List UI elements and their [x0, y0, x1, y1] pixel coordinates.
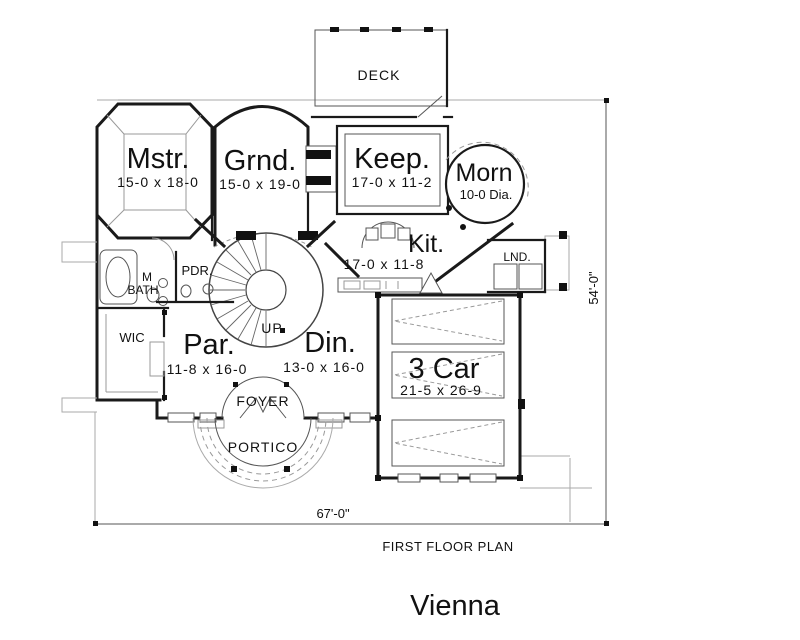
room-grnd: Grnd. 15-0 x 19-0 — [213, 105, 313, 248]
fireplace — [305, 145, 337, 193]
room-keep: Keep. 17-0 x 11-2 — [335, 124, 450, 216]
room-mbath: M BATH — [95, 213, 214, 402]
garage-label: 3 Car — [409, 353, 480, 385]
par-label: Par. — [183, 329, 235, 361]
mstr-label: Mstr. — [127, 143, 190, 175]
room-garage: 3 Car 21-5 x 26-9 — [375, 292, 525, 483]
mbath-label-line1: M — [142, 270, 152, 284]
kit-label: Kit. — [408, 230, 444, 258]
up-label: UP — [261, 320, 282, 336]
room-lnd: LND. — [486, 231, 570, 294]
pdr-label: PDR. — [181, 263, 212, 278]
plan-title: Vienna — [410, 590, 501, 622]
rooms-par-din: Par. 11-8 x 16-0 Din. 13-0 x 16-0 — [155, 310, 380, 423]
morn-label: Morn — [456, 159, 513, 187]
garage-size: 21-5 x 26-9 — [400, 382, 482, 398]
height-dimension-label: 54'-0" — [586, 271, 601, 305]
portico-label: PORTICO — [228, 439, 299, 455]
din-label: Din. — [304, 327, 356, 359]
rear-wall — [310, 95, 454, 119]
kit-size: 17-0 x 11-8 — [344, 256, 425, 272]
foyer-portico: FOYER PORTICO — [192, 376, 343, 489]
keep-size: 17-0 x 11-2 — [352, 174, 433, 190]
morn-size: 10-0 Dia. — [460, 187, 513, 202]
width-dimension-label: 67'-0" — [316, 506, 350, 521]
lnd-label: LND. — [503, 250, 530, 264]
room-kit: Kit. 17-0 x 11-8 — [323, 221, 515, 294]
deck-label: DECK — [358, 67, 401, 83]
mbath-label-line2: BATH — [127, 283, 158, 297]
room-pdr: PDR. — [155, 250, 235, 304]
keep-label: Keep. — [354, 143, 430, 175]
grnd-size: 15-0 x 19-0 — [219, 176, 301, 192]
left-exterior-steps — [61, 241, 97, 413]
wic-label: WIC — [119, 330, 144, 345]
grnd-label: Grnd. — [224, 145, 297, 177]
stair-rotunda: UP — [193, 217, 337, 348]
par-size: 11-8 x 16-0 — [167, 361, 248, 377]
room-wic: WIC — [95, 306, 166, 402]
annotations: 67'-0" 54'-0" FIRST FLOOR PLAN Vienna — [316, 271, 601, 622]
room-morn: Morn 10-0 Dia. — [444, 141, 529, 230]
deck-area: DECK — [314, 27, 449, 108]
plan-caption: FIRST FLOOR PLAN — [382, 539, 513, 554]
dimension-lines — [93, 98, 609, 526]
din-size: 13-0 x 16-0 — [283, 359, 365, 375]
foyer-label: FOYER — [236, 393, 289, 409]
room-mstr: Mstr. 15-0 x 18-0 — [95, 99, 214, 240]
mstr-size: 15-0 x 18-0 — [117, 174, 199, 190]
